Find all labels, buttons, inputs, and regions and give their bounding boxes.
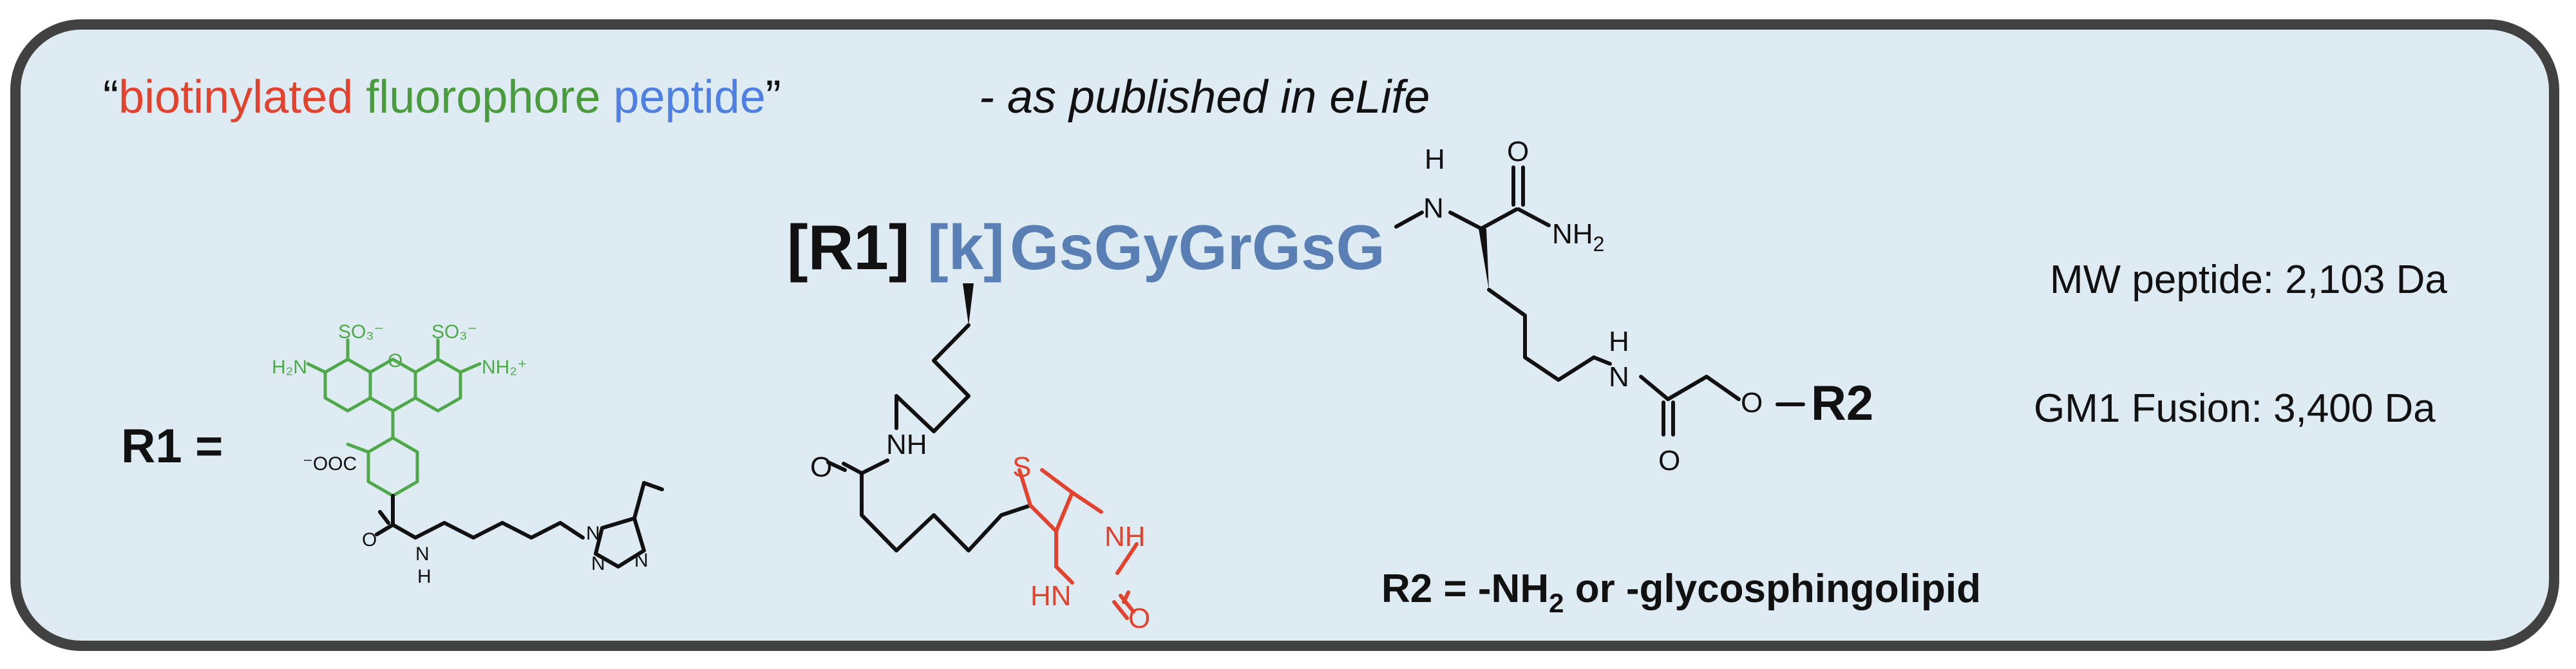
linker-ether-o: O	[1741, 387, 1763, 419]
c-terminal-lysine	[1394, 165, 1612, 382]
fluor-so3-left: SO₃⁻	[338, 321, 384, 343]
biotin-amide-o: O	[810, 451, 832, 483]
peptide-sequence: GsGyGrGsG	[1010, 212, 1385, 283]
quote-close: ”	[766, 71, 781, 123]
fluor-nh2-plus: NH₂⁺	[482, 357, 527, 378]
triazole-n2: N	[591, 553, 605, 574]
r2-definition: R2 = -NH2 or -glycosphingolipid	[1381, 567, 1981, 618]
lysine-side-chain	[826, 283, 1003, 552]
gm1-fusion: GM1 Fusion: 3,400 Da	[2034, 386, 2436, 431]
mw-peptide: MW peptide: 2,103 Da	[2050, 258, 2447, 302]
linker-n: N	[1609, 361, 1629, 393]
biotin-rings	[999, 468, 1139, 620]
fluor-amide-n: N	[415, 543, 430, 565]
r1-definition-label: R1 =	[121, 419, 223, 473]
r1-tag: [R1]	[787, 212, 910, 283]
fluor-ring-o: O	[388, 350, 402, 372]
r2-linker	[1639, 375, 1805, 437]
header-title: “biotinylated fluorophore peptide”	[103, 71, 781, 123]
biotin-urea-o: O	[1128, 603, 1150, 634]
diagram-panel	[10, 19, 2559, 651]
quote-open: “	[103, 71, 118, 123]
biotin-nh-right: NH	[1104, 521, 1146, 552]
header-note: - as published in eLife	[979, 71, 1430, 123]
biotin-sulfur: S	[1012, 451, 1031, 483]
lysine-h: H	[1425, 144, 1445, 175]
peptide-lysine: [k]	[927, 212, 1005, 283]
fluorophore-structure	[306, 338, 664, 569]
fluor-amide-h: H	[417, 566, 431, 587]
fluor-so3-right: SO₃⁻	[431, 321, 477, 343]
r2-label: R2	[1811, 376, 1873, 431]
fluor-coo: ⁻OOC	[303, 453, 357, 475]
word-biotinylated: biotinylated	[118, 71, 353, 123]
lysine-nh2: NH2	[1552, 218, 1604, 256]
lysine-n: N	[1423, 193, 1444, 224]
linker-carbonyl-o: O	[1658, 445, 1680, 476]
biotin-nh-bottom: HN	[1030, 580, 1072, 612]
biotin-amide-nh: NH	[886, 429, 927, 460]
word-peptide: peptide	[614, 71, 766, 123]
triazole-n3: N	[634, 550, 649, 571]
lysine-o: O	[1507, 136, 1529, 167]
fluor-amide-o: O	[362, 529, 377, 551]
fluor-h2n: H₂N	[272, 357, 307, 378]
word-fluorophore: fluorophore	[366, 71, 600, 123]
linker-h: H	[1609, 326, 1629, 357]
triazole-n1: N	[586, 523, 600, 544]
